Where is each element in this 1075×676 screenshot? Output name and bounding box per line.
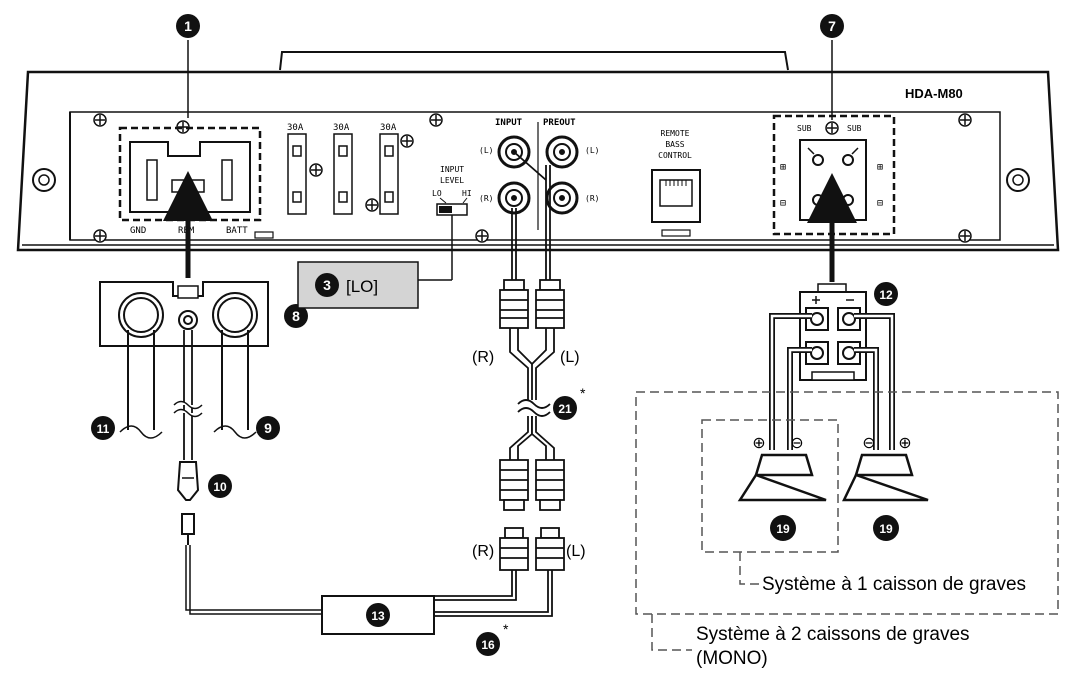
fuse-label-1: 30A [287, 123, 304, 133]
callout-19-right: 19 [879, 522, 893, 536]
star-21: * [580, 385, 586, 401]
remote-label-2: BASS [665, 140, 684, 149]
preout-r-jack[interactable] [545, 181, 579, 215]
callout-1: 1 [176, 14, 200, 118]
preout-l-label: (L) [585, 146, 599, 155]
fuse-label-2: 30A [333, 123, 350, 133]
system-two-box [635, 391, 1059, 651]
star-16: * [503, 621, 509, 637]
input-level-title-2: LEVEL [440, 176, 464, 185]
legend-system-one: Système à 1 caisson de graves [762, 574, 1026, 595]
screw-icon [958, 113, 972, 127]
sub-plus-right: ⊞ [877, 162, 883, 173]
screw-icon [93, 229, 107, 243]
svg-text:12: 12 [879, 288, 893, 302]
svg-text:21: 21 [558, 402, 572, 416]
screws [93, 113, 972, 243]
legend-system-two-line1: Système à 2 caissons de graves [696, 624, 970, 645]
cable-upper-l: (L) [560, 349, 580, 366]
svg-text:3: 3 [323, 277, 331, 293]
svg-text:8: 8 [292, 308, 300, 324]
fuse-label-3: 30A [380, 123, 397, 133]
screw-icon [825, 121, 839, 135]
input-level-lo: LO [432, 189, 442, 198]
remote-wire [185, 545, 322, 615]
callout-9: 9 [256, 416, 280, 440]
legend-system-two-line2: (MONO) [696, 648, 768, 669]
mounting-holes [32, 168, 1030, 192]
screw-icon [400, 134, 414, 148]
terminal-label-gnd: GND [130, 226, 146, 236]
sub-plus-left: ⊞ [780, 162, 786, 173]
preout-l-jack[interactable] [545, 135, 579, 169]
sub-label-right: SUB [847, 124, 862, 133]
svg-text:1: 1 [184, 18, 192, 34]
callout-10: 10 [208, 474, 232, 498]
callout-21: 21 * [553, 385, 586, 420]
screw-icon [93, 113, 107, 127]
remote-label-1: REMOTE [661, 129, 690, 138]
callout-11: 11 [91, 416, 115, 440]
input-level-switch: INPUT LEVEL LO HI [418, 165, 472, 281]
input-level-title-1: INPUT [440, 165, 464, 174]
input-level-hi: HI [462, 189, 472, 198]
input-l-label: (L) [479, 146, 493, 155]
remote-label-3: CONTROL [658, 151, 692, 160]
svg-text:10: 10 [213, 480, 227, 494]
cable-upper-r: (R) [472, 349, 494, 366]
power-connector [99, 171, 269, 545]
head-unit-box: 13 [321, 595, 435, 635]
cable-lower-l: (L) [566, 543, 586, 560]
sub-minus-left: ⊟ [780, 198, 786, 209]
screw-icon [475, 229, 489, 243]
fuses: 30A 30A 30A [287, 123, 399, 215]
screw-icon [309, 163, 323, 177]
sub-label-left: SUB [797, 124, 812, 133]
svg-text:16: 16 [481, 638, 495, 652]
speaker-left: ⊕ ⊖ 19 [737, 435, 827, 541]
cable-lower-r: (R) [472, 543, 494, 560]
spk-left-plus: ⊕ [752, 435, 765, 452]
callout-16: 16 * [476, 621, 509, 656]
svg-text:11: 11 [97, 422, 110, 436]
level-switch-knob [439, 206, 452, 213]
input-label: INPUT [495, 118, 523, 128]
input-r-label: (R) [479, 194, 493, 203]
sub-minus-right: ⊟ [877, 198, 883, 209]
speaker-right: ⊖ ⊕ 19 [842, 435, 929, 541]
spk-left-minus: ⊖ [790, 435, 803, 452]
preout-label: PREOUT [543, 118, 576, 128]
svg-text:7: 7 [828, 18, 836, 34]
system-one-box [701, 419, 839, 585]
svg-text:13: 13 [371, 609, 385, 623]
preout-r-label: (R) [585, 194, 599, 203]
callout-8: 8 [284, 304, 308, 328]
screw-icon [958, 229, 972, 243]
callout-19-left: 19 [776, 522, 790, 536]
screw-icon [429, 113, 443, 127]
remote-bass-control: REMOTE BASS CONTROL [651, 129, 701, 237]
setting-value: [LO] [346, 277, 378, 296]
screw-icon [365, 198, 379, 212]
setting-box: 3 [LO] [297, 261, 419, 309]
model-name: HDA-M80 [905, 86, 963, 101]
terminal-label-batt: BATT [226, 226, 248, 236]
screw-icon [176, 120, 190, 134]
svg-text:9: 9 [264, 420, 272, 436]
callout-7: 7 [820, 14, 844, 120]
callout-12: 12 [874, 282, 898, 306]
spk-right-minus: ⊖ [862, 435, 875, 452]
input-r-jack[interactable] [497, 181, 531, 215]
spk-right-plus: ⊕ [898, 435, 911, 452]
rca-cables [434, 151, 565, 617]
